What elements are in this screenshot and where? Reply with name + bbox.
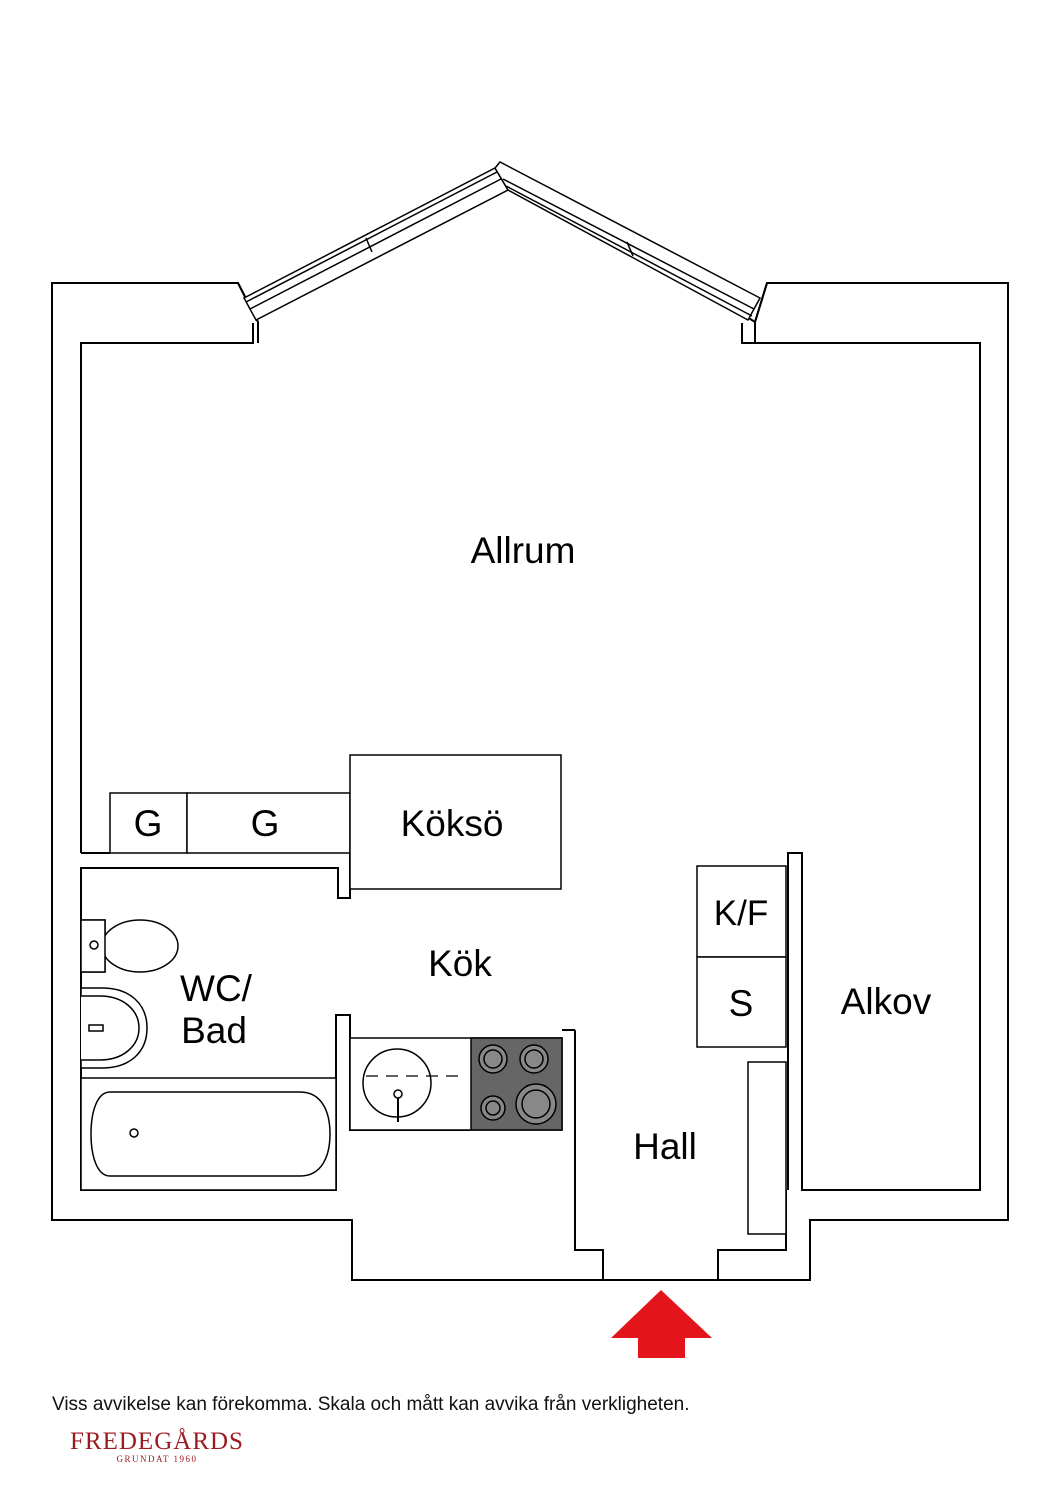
entrance-arrow-icon — [611, 1290, 712, 1358]
room-label-allrum: Allrum — [471, 530, 576, 571]
kitchen-counter — [349, 1037, 563, 1131]
allrum-interior — [81, 184, 980, 1190]
bay-window — [242, 161, 762, 322]
wardrobe-label-1: G — [134, 803, 163, 844]
hall-storage — [696, 865, 787, 1235]
room-label-kok: Kök — [428, 943, 492, 984]
room-label-alkov: Alkov — [841, 981, 932, 1022]
room-label-hall: Hall — [633, 1126, 697, 1167]
brand-name: FREDEGÅRDS — [70, 1428, 244, 1455]
wardrobe-label-2: G — [251, 803, 280, 844]
disclaimer-text: Viss avvikelse kan förekomma. Skala och … — [52, 1394, 690, 1415]
room-label-wc-bad-line2: Bad — [181, 1010, 247, 1051]
room-label-koks-o: Köksö — [401, 803, 504, 844]
fridge-freezer-label: K/F — [714, 894, 768, 933]
kitchen-island — [349, 754, 562, 890]
bathroom-fixtures — [80, 919, 337, 1191]
closet-label: S — [729, 983, 754, 1024]
wardrobes — [109, 792, 351, 854]
room-label-wc-bad-line1: WC/ — [180, 968, 253, 1009]
brand-logo: FREDEGÅRDS GRUNDAT 1960 — [52, 1428, 262, 1464]
brand-tagline: GRUNDAT 1960 — [116, 1454, 198, 1464]
